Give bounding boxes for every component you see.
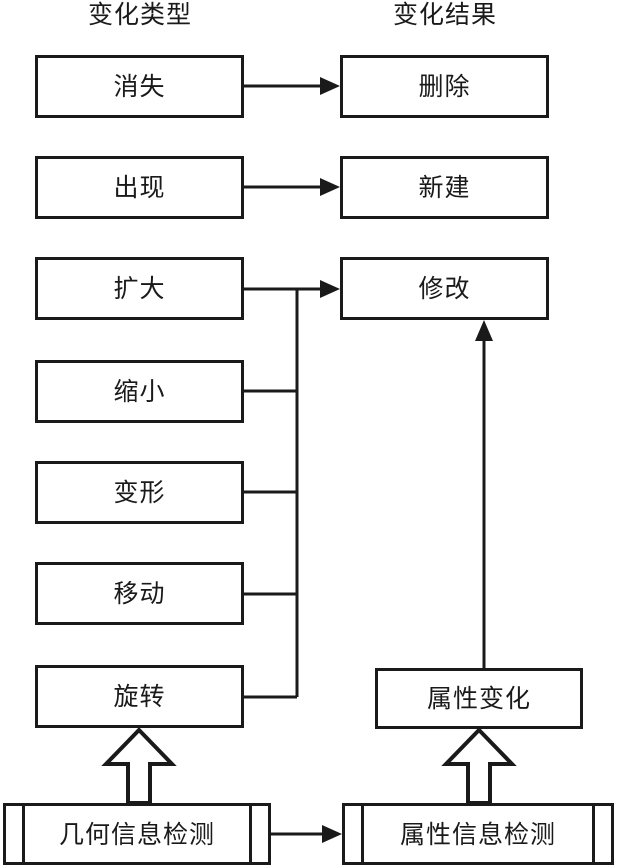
node-change-type-appear[interactable]: 出现 [35, 156, 244, 219]
node-label: 新建 [418, 173, 471, 202]
node-label: 删除 [418, 72, 471, 101]
arrowhead-to-create [320, 178, 340, 196]
node-geometry-information-detection[interactable]: 几何信息检测 [3, 803, 271, 865]
node-change-type-move[interactable]: 移动 [35, 562, 244, 625]
node-label: 消失 [113, 72, 166, 101]
column-header-change-type: 变化类型 [87, 0, 192, 29]
column-header-change-result: 变化结果 [392, 0, 497, 29]
node-label: 出现 [113, 173, 166, 202]
node-label: 属性信息检测 [399, 819, 556, 849]
node-change-result-modify[interactable]: 修改 [340, 257, 549, 320]
arrowhead-to-modify [320, 280, 340, 298]
node-change-type-enlarge[interactable]: 扩大 [35, 257, 244, 320]
arrowhead-to-attribute-detection [322, 825, 342, 843]
node-label: 缩小 [113, 377, 166, 406]
node-change-result-create[interactable]: 新建 [340, 156, 549, 219]
node-attribute-information-detection[interactable]: 属性信息检测 [342, 803, 614, 865]
node-attribute-change[interactable]: 属性变化 [375, 668, 583, 729]
node-change-type-deform[interactable]: 变形 [35, 461, 244, 524]
arrowhead-attribute-to-modify [475, 320, 493, 341]
node-label: 变形 [113, 478, 166, 507]
node-change-type-rotate[interactable]: 旋转 [35, 665, 244, 728]
node-label: 几何信息检测 [58, 819, 215, 849]
node-label: 扩大 [113, 274, 166, 303]
node-change-type-disappear[interactable]: 消失 [35, 55, 244, 118]
node-label: 属性变化 [426, 684, 531, 713]
block-arrow-geometry-to-rotate [101, 727, 177, 805]
node-label: 旋转 [113, 682, 166, 711]
node-change-type-shrink[interactable]: 缩小 [35, 360, 244, 423]
block-arrow-attribute-to-attribute-change [441, 727, 517, 805]
node-label: 修改 [418, 274, 471, 303]
arrowhead-to-delete [320, 77, 340, 95]
node-label: 移动 [113, 579, 166, 608]
node-change-result-delete[interactable]: 删除 [340, 55, 549, 118]
